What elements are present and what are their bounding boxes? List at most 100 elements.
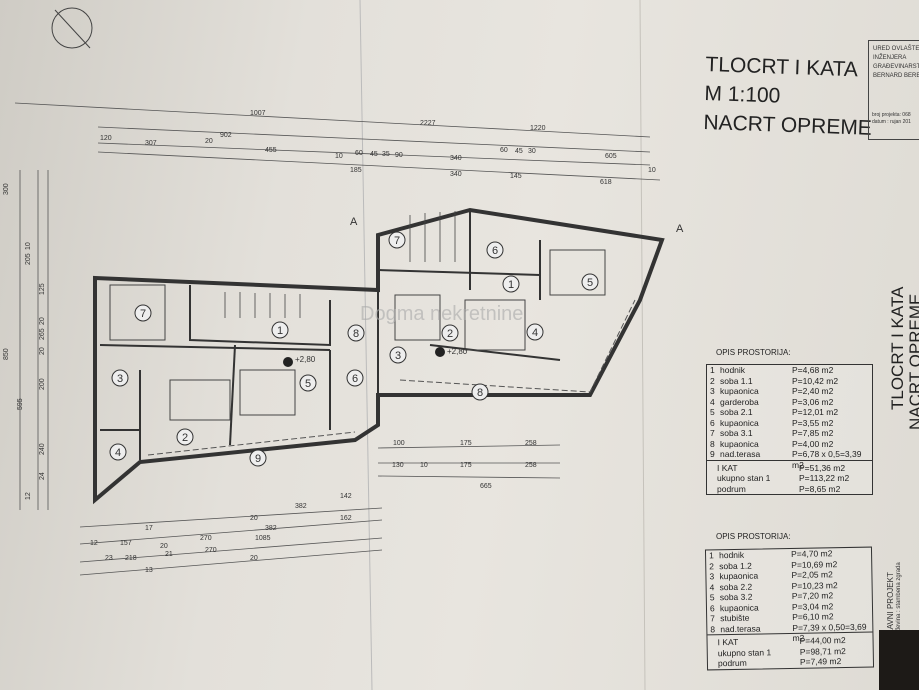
- north-arrow-icon: [51, 7, 93, 49]
- room-number-marker: [502, 275, 520, 293]
- room-number-marker: [581, 273, 599, 291]
- room-name: nad.terasa: [720, 623, 761, 634]
- totals-row: ukupno stan 1 P=113,22 m2: [707, 473, 872, 484]
- dimension-label: 20: [205, 138, 213, 145]
- room-no: 4: [710, 396, 715, 407]
- room-number: 3: [395, 350, 401, 362]
- room-number-marker: [526, 323, 544, 341]
- vertical-subtitle-text: NACRT OPREME: [906, 293, 919, 430]
- level-label: +2,80: [295, 355, 316, 364]
- room-number: 6: [492, 245, 498, 257]
- total-area: P=8,65 m2: [799, 483, 841, 494]
- office-stamp: URED OVLAŠTENI INŽENJERA GRAĐEVINARSTVA …: [868, 40, 919, 140]
- dimension-label: 142: [340, 493, 352, 500]
- paper-fold: [359, 0, 373, 690]
- room-name: soba 3.1: [720, 428, 753, 438]
- terrace-outline: [147, 299, 636, 456]
- dimension-label: 618: [600, 179, 612, 186]
- table2-heading: OPIS PROSTORIJA:: [716, 532, 791, 541]
- section-marker: A: [350, 216, 358, 228]
- room-area: P=4,68 m2: [792, 365, 834, 375]
- room-number: 7: [140, 308, 146, 320]
- room-no: 9: [710, 449, 715, 459]
- dimension-label: 175: [460, 462, 472, 469]
- total-label: podrum: [717, 657, 747, 669]
- room-number: 2: [182, 432, 188, 444]
- totals-row: podrum P=7,49 m2: [708, 656, 873, 669]
- room-name: hodnik: [720, 365, 746, 375]
- room-area: P=2,40 m2: [792, 386, 834, 396]
- room-number-marker: [249, 449, 267, 467]
- totals-row: podrum P=8,65 m2: [707, 484, 872, 495]
- room-no: 7: [710, 428, 715, 438]
- total-area: P=113,22 m2: [799, 473, 850, 483]
- room-number-marker: [299, 374, 317, 392]
- room-number: 8: [353, 328, 359, 340]
- vertical-title: TLOCRT I KATA: [888, 287, 908, 410]
- room-area: P=7,39 x 0,50=3,69 m2: [792, 621, 867, 643]
- project-desc: građevina : stambena zgrada: [896, 562, 902, 640]
- dimension-label: 60: [500, 147, 508, 154]
- dimension-label: 1085: [255, 535, 271, 542]
- room-number: 3: [117, 373, 123, 385]
- room-area: P=10,42 m2: [792, 375, 839, 386]
- dimension-label: 20: [39, 347, 46, 355]
- dimension-label: 60: [355, 150, 363, 157]
- room-no: 5: [710, 407, 715, 417]
- room-name: nad.terasa: [720, 449, 761, 459]
- dimension-label: 35: [382, 151, 390, 158]
- room-no: 1: [710, 365, 715, 375]
- project-number: broj projekta: 068: [872, 112, 911, 118]
- total-label: podrum: [717, 483, 746, 494]
- dimension-label: 12: [90, 540, 98, 547]
- dimension-label: 162: [340, 515, 352, 522]
- room-no: 6: [710, 417, 715, 428]
- dimension-label: 10: [420, 462, 428, 469]
- dimension-label: 265: [39, 328, 46, 340]
- total-area: P=7,49 m2: [799, 656, 842, 667]
- project-date: datum : rujan 201: [872, 119, 911, 125]
- level-marker-icon: [435, 347, 445, 357]
- room-area: P=7,85 m2: [792, 428, 834, 438]
- room-no: 1: [708, 550, 714, 561]
- staircase: [224, 211, 456, 318]
- room-number-marker: [441, 324, 459, 342]
- section-marker: A: [676, 223, 684, 235]
- building-walls: [93, 207, 665, 505]
- room-number-marker: [109, 443, 127, 461]
- room-number: 9: [255, 453, 261, 465]
- dimension-label: 665: [480, 483, 492, 490]
- dimension-label: 595: [17, 398, 24, 410]
- total-label: ukupno stan 1: [717, 473, 771, 483]
- dimension-label: 12: [25, 492, 32, 500]
- dimension-label: 205: [25, 253, 32, 265]
- total-area: P=51,36 m2: [799, 462, 846, 473]
- level-marker-icon: [283, 357, 293, 367]
- table-surface: [879, 630, 919, 690]
- room-number: 4: [532, 327, 538, 339]
- dimension-label: 17: [145, 525, 153, 532]
- room-no: 3: [709, 571, 715, 582]
- room-number: 8: [477, 387, 483, 399]
- dimension-label: 382: [295, 503, 307, 510]
- dimension-label: 270: [205, 547, 217, 554]
- room-number-marker: [111, 369, 129, 387]
- room-no: 8: [710, 623, 716, 634]
- dimension-label: 2227: [420, 120, 436, 127]
- dimension-label: 340: [450, 171, 462, 178]
- room-area: P=12,01 m2: [792, 407, 839, 417]
- dimension-label: 240: [39, 443, 46, 455]
- room-name: kupaonica: [720, 438, 759, 449]
- dimension-label: 200: [39, 378, 46, 390]
- room-number-marker: [471, 383, 489, 401]
- room-name: kupaonica: [720, 386, 759, 396]
